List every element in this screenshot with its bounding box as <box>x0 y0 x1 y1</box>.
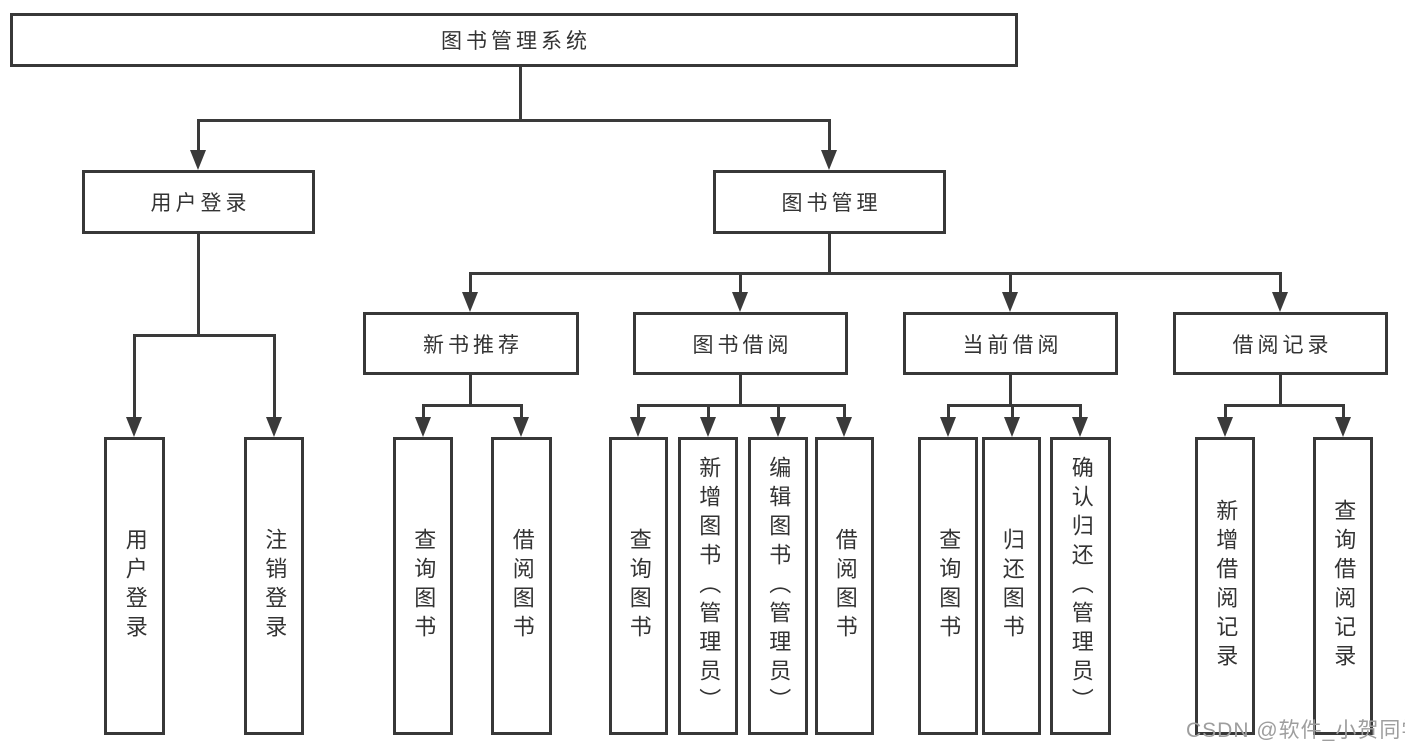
leaf-label: 借阅图书 <box>509 528 535 644</box>
arrowhead-down-icon <box>836 417 852 437</box>
leaf-add-book-admin: 新增图书（管理员） <box>678 437 738 735</box>
arrowhead-down-icon <box>821 150 837 170</box>
leaf-edit-book-admin: 编辑图书（管理员） <box>748 437 808 735</box>
connector-hline <box>422 404 523 407</box>
leaf-label: 确认归还（管理员） <box>1068 455 1094 717</box>
connector-vline <box>273 334 276 421</box>
connector-hline <box>1224 404 1344 407</box>
node-label: 用户登录 <box>150 192 251 215</box>
leaf-user-login: 用户登录 <box>104 437 165 735</box>
node-label: 图书管理系统 <box>441 30 591 53</box>
connector-hline <box>133 334 275 337</box>
arrowhead-down-icon <box>415 417 431 437</box>
connector-vline <box>777 404 780 419</box>
connector-vline <box>469 272 472 295</box>
node-user-login: 用户登录 <box>82 170 315 234</box>
connector-hline <box>197 119 831 122</box>
connector-vline <box>828 119 831 152</box>
leaf-label: 编辑图书（管理员） <box>766 455 792 717</box>
node-library-system: 图书管理系统 <box>10 13 1018 67</box>
node-book-borrow: 图书借阅 <box>633 312 848 375</box>
leaf-confirm-return-admin: 确认归还（管理员） <box>1050 437 1111 735</box>
connector-vline <box>520 404 523 419</box>
connector-vline <box>422 404 425 419</box>
arrowhead-down-icon <box>1272 292 1288 312</box>
leaf-label: 新增图书（管理员） <box>696 455 722 717</box>
arrowhead-down-icon <box>732 292 748 312</box>
connector-vline <box>1009 375 1012 406</box>
connector-vline <box>133 334 136 421</box>
connector-vline <box>1079 404 1082 419</box>
node-book-management: 图书管理 <box>713 170 946 234</box>
arrowhead-down-icon <box>630 417 646 437</box>
connector-vline <box>843 404 846 419</box>
leaf-label: 归还图书 <box>999 528 1025 644</box>
leaf-query-books-recommend: 查询图书 <box>393 437 453 735</box>
connector-vline <box>637 404 640 419</box>
leaf-logout: 注销登录 <box>244 437 304 735</box>
leaf-label: 查询借阅记录 <box>1331 499 1357 673</box>
connector-vline <box>739 375 742 406</box>
connector-vline <box>947 404 950 419</box>
connector-vline <box>1011 404 1014 419</box>
connector-vline <box>197 119 200 152</box>
connector-vline <box>739 272 742 295</box>
arrowhead-down-icon <box>513 417 529 437</box>
arrowhead-down-icon <box>1004 417 1020 437</box>
arrowhead-down-icon <box>770 417 786 437</box>
arrowhead-down-icon <box>126 417 142 437</box>
leaf-borrow-books: 借阅图书 <box>815 437 874 735</box>
node-label: 图书管理 <box>781 192 882 215</box>
watermark: CSDN @软件_小贺同学 <box>1186 719 1405 742</box>
connector-hline <box>947 404 1082 407</box>
connector-vline <box>1342 404 1345 419</box>
node-label: 新书推荐 <box>423 333 523 357</box>
node-label: 借阅记录 <box>1232 333 1333 357</box>
node-new-book-recommend: 新书推荐 <box>363 312 579 375</box>
arrowhead-down-icon <box>940 417 956 437</box>
node-label: 图书借阅 <box>692 333 793 357</box>
connector-vline <box>469 375 472 406</box>
connector-hline <box>637 404 846 407</box>
arrowhead-down-icon <box>700 417 716 437</box>
leaf-return-book: 归还图书 <box>982 437 1041 735</box>
leaf-label: 借阅图书 <box>832 528 858 644</box>
connector-vline <box>1279 375 1282 406</box>
connector-hline <box>469 272 1282 275</box>
leaf-label: 新增借阅记录 <box>1213 499 1239 673</box>
arrowhead-down-icon <box>462 292 478 312</box>
node-current-borrow: 当前借阅 <box>903 312 1118 375</box>
arrowhead-down-icon <box>266 417 282 437</box>
connector-vline <box>707 404 710 419</box>
arrowhead-down-icon <box>1217 417 1233 437</box>
node-label: 当前借阅 <box>962 333 1063 357</box>
leaf-label: 查询图书 <box>411 528 437 644</box>
node-borrow-record: 借阅记录 <box>1173 312 1388 375</box>
leaf-add-borrow-record: 新增借阅记录 <box>1195 437 1255 735</box>
arrowhead-down-icon <box>1072 417 1088 437</box>
leaf-label: 注销登录 <box>262 528 288 644</box>
leaf-query-borrow-record: 查询借阅记录 <box>1313 437 1373 735</box>
connector-vline <box>1279 272 1282 295</box>
connector-vline <box>519 67 522 121</box>
connector-vline <box>197 234 200 335</box>
leaf-label: 查询图书 <box>936 528 962 644</box>
leaf-label: 用户登录 <box>122 528 148 644</box>
arrowhead-down-icon <box>190 150 206 170</box>
arrowhead-down-icon <box>1002 292 1018 312</box>
connector-vline <box>828 234 831 274</box>
arrowhead-down-icon <box>1335 417 1351 437</box>
connector-vline <box>1009 272 1012 295</box>
leaf-query-books-borrow: 查询图书 <box>609 437 668 735</box>
leaf-query-books-current: 查询图书 <box>918 437 978 735</box>
leaf-borrow-books-recommend: 借阅图书 <box>491 437 552 735</box>
connector-vline <box>1224 404 1227 419</box>
leaf-label: 查询图书 <box>626 528 652 644</box>
